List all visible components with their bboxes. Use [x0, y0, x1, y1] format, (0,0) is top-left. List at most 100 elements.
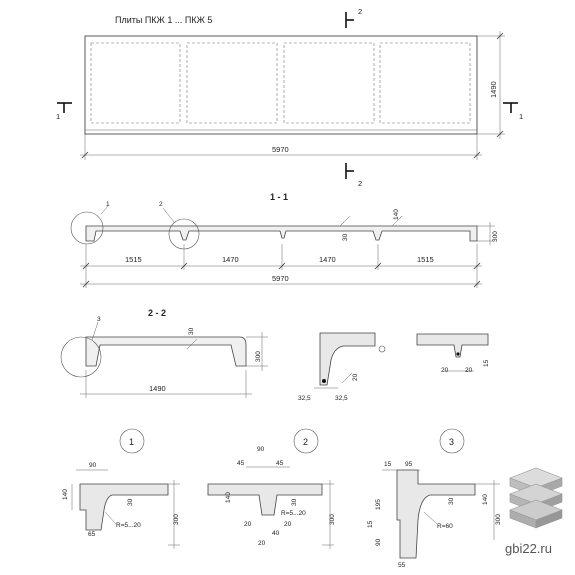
section-1-label-left: 1: [56, 112, 60, 121]
section-2-label-bottom: 2: [358, 179, 362, 188]
callout-leader-1: [100, 205, 109, 215]
section-2-2: 2 - 2 3 30 300 1490: [60, 308, 268, 398]
dim-leader: [341, 372, 353, 384]
node-2-dim-20b: 20: [284, 521, 292, 528]
rib-mid-detail: 20 20 15: [416, 333, 490, 374]
node-2-radius: R=5...20: [281, 510, 306, 517]
section-2-2-width: 1490: [149, 384, 166, 393]
plan-panel-2: [186, 42, 278, 124]
node-2-dim-45-left: 45: [237, 460, 245, 467]
callout-2-label: 2: [159, 201, 163, 208]
node-1-dim-140: 140: [62, 489, 69, 500]
node-1-profile: [79, 483, 169, 531]
section-2-2-profile: [85, 336, 247, 367]
watermark: gbi22.ru: [505, 467, 563, 556]
node-2-profile: [207, 483, 323, 516]
plan-panel-1: [90, 42, 181, 124]
tick: [278, 262, 286, 270]
node-1-dim-30: 30: [127, 498, 134, 506]
node-2-dim-140: 140: [225, 492, 232, 503]
rib-edge-profile: [319, 332, 376, 386]
node-3-marker: [439, 428, 465, 454]
tick: [473, 280, 481, 288]
node-3-dim-300: 300: [495, 514, 502, 525]
section-1-1-title: 1 - 1: [270, 192, 288, 202]
node-2-dim-20c: 20: [258, 540, 266, 547]
dim-leader-140: [391, 215, 403, 227]
tick: [473, 262, 481, 270]
section-2-2-dim-height: 300: [255, 351, 262, 362]
section-2-2-dim-top: 30: [188, 327, 195, 335]
radius-leader: [104, 511, 117, 525]
node-2-dim-30: 30: [291, 498, 298, 506]
node-1-dim-65: 65: [88, 531, 96, 538]
dim-20-left: 20: [441, 367, 449, 374]
tick: [82, 262, 90, 270]
span-3: 1470: [319, 255, 336, 264]
watermark-text: gbi22.ru: [505, 541, 552, 556]
node-2-detail: 2 90 45 45 140 30 R=5...20 20 20 20 40 3…: [207, 428, 336, 549]
node-3-dim-15-top: 15: [384, 461, 392, 468]
section-1-1: 1 - 1 1 2 30 140 300 1515 1470 1470 1515: [70, 192, 499, 288]
node-2-marker: [293, 428, 319, 454]
tick: [374, 262, 382, 270]
section-2-label-top: 2: [358, 7, 362, 16]
node-3-dim-90: 90: [375, 538, 382, 546]
node-3-dim-15-side: 15: [367, 520, 374, 528]
span-4: 1515: [417, 255, 434, 264]
dim-32-5-right: 32,5: [335, 395, 348, 402]
dim-height: 300: [492, 231, 499, 242]
rib-mid-profile: [416, 333, 489, 358]
tick: [81, 151, 89, 159]
dim-rib: 140: [393, 209, 400, 220]
node-1-label: 1: [129, 437, 134, 447]
node-2-dim-20a: 20: [244, 521, 252, 528]
plan-length-label: 5970: [272, 145, 289, 154]
node-2-dim-300: 300: [329, 514, 336, 525]
radius-leader: [423, 511, 438, 525]
node-3-label: 3: [449, 437, 454, 447]
node-1-dim-90: 90: [89, 462, 97, 469]
node-3-dim-195: 195: [375, 499, 382, 510]
rib-edge-detail: 32,5 32,5 20: [298, 332, 386, 402]
tick: [496, 32, 504, 40]
rebar-dot: [322, 379, 326, 383]
tick: [82, 280, 90, 288]
plan-outline: [84, 35, 478, 135]
node-3-detail: 3 15 95 195 15 90 30 140 R=60 55 300: [367, 428, 502, 569]
dim-thickness-top: 30: [342, 233, 349, 241]
dim-20-right: 20: [465, 367, 473, 374]
node-1-dim-300: 300: [173, 514, 180, 525]
tick: [180, 262, 188, 270]
node-1-marker: [119, 428, 145, 454]
dim-20: 20: [352, 373, 359, 381]
node-3-dim-140: 140: [482, 494, 489, 505]
node-2-label: 2: [303, 437, 308, 447]
span-2: 1470: [222, 255, 239, 264]
callout-circle-1: [70, 211, 104, 245]
callout-3-label: 3: [97, 316, 101, 323]
node-3-profile: [396, 469, 476, 559]
callout-circle-3: [60, 336, 102, 378]
node-2-dim-45-right: 45: [276, 460, 284, 467]
plan-panel-3: [283, 42, 375, 124]
section-1-label-right: 1: [519, 112, 523, 121]
node-2-dim-40: 40: [272, 530, 280, 537]
node-3-dim-30: 30: [448, 497, 455, 505]
tick: [496, 130, 504, 138]
corner-mark: [378, 345, 386, 353]
dim-32-5-left: 32,5: [298, 395, 311, 402]
plan-panel-4: [379, 42, 471, 124]
plan-title: Плиты ПКЖ 1 ... ПКЖ 5: [115, 15, 212, 25]
section-1-1-profile: [85, 225, 478, 242]
span-1: 1515: [125, 255, 142, 264]
node-1-radius: R=5...20: [116, 522, 141, 529]
tick: [473, 151, 481, 159]
node-3-dim-95: 95: [405, 461, 413, 468]
callout-1-label: 1: [106, 201, 110, 208]
plan-width-label: 1490: [489, 81, 498, 98]
callout-leader-2: [162, 207, 175, 223]
dim-leader-30: [339, 215, 351, 227]
